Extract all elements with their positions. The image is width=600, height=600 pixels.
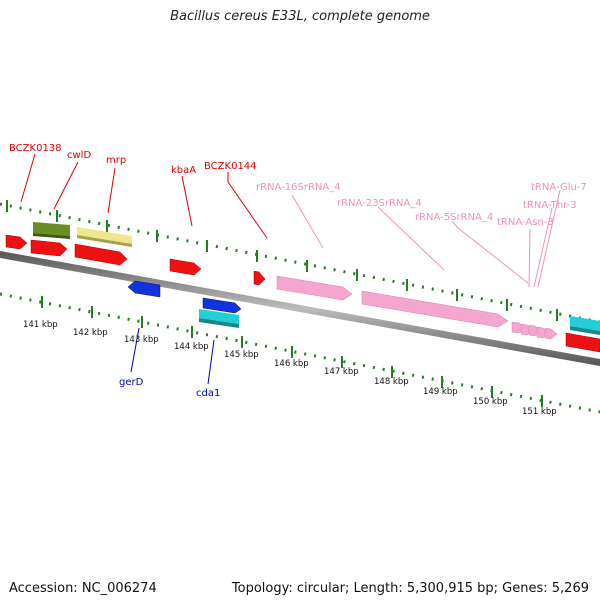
trna-cluster[interactable] [511,321,558,340]
kbp-label-141: 141 kbp [23,320,58,330]
genome-backbone [0,251,600,366]
label-trna-thr: tRNA-Thr-3 [523,200,577,211]
kbp-label-143: 143 kbp [124,335,159,345]
label-leaders [20,153,561,385]
kbp-label-146: 146 kbp [274,359,309,369]
gene-kbaa[interactable] [169,258,202,276]
gene-forward-right[interactable] [565,332,600,353]
label-rrna16: rRNA-16SrRNA_4 [256,182,341,193]
label-rrna5: rRNA-5SrRNA_4 [415,212,493,223]
feature-mrp[interactable] [77,227,132,247]
label-cwld: cwlD [67,150,91,161]
kbp-label-144: 144 kbp [174,342,209,352]
label-trna-glu: tRNA-Glu-7 [531,182,587,193]
label-cda1: cda1 [196,388,220,399]
upper-tick-track [0,202,600,324]
genome-summary-text: Topology: circular; Length: 5,300,915 bp… [231,581,589,596]
upper-major-ticks [6,200,558,321]
accession-text: Accession: NC_006274 [9,581,157,596]
label-trna-asn: tRNA-Asn-3 [497,217,554,228]
label-kbaa: kbaA [171,165,196,176]
kbp-label-151: 151 kbp [522,407,557,417]
label-rrna23: rRNA-23SrRNA_4 [337,198,422,209]
kbp-label-147: 147 kbp [324,367,359,377]
lower-major-ticks [41,296,543,407]
label-bczk0138: BCZK0138 [9,143,62,154]
kbp-label-145: 145 kbp [224,350,259,360]
label-bczk0144: BCZK0144 [204,161,257,172]
lower-tick-track [0,292,600,414]
feature-cyan-right[interactable] [570,316,600,335]
rrna-23s[interactable] [361,290,509,328]
gene-cda1-reverse[interactable] [202,297,242,314]
kbp-label-149: 149 kbp [423,387,458,397]
rrna-16s[interactable] [276,275,353,301]
feature-cwld[interactable] [33,222,70,239]
label-gerd: gerD [119,377,144,388]
gene-forward-b[interactable] [74,243,128,266]
gene-forward-a[interactable] [30,239,68,257]
gene-bczk0144[interactable] [253,270,266,286]
gene-gerd[interactable] [127,280,161,298]
gene-bczk0138[interactable] [5,234,28,250]
feature-cda1-cyan[interactable] [199,309,239,328]
genome-title: Bacillus cereus E33L, complete genome [170,9,430,24]
kbp-label-148: 148 kbp [374,377,409,387]
kbp-label-142: 142 kbp [73,328,108,338]
label-mrp: mrp [106,155,126,166]
kbp-label-150: 150 kbp [473,397,508,407]
